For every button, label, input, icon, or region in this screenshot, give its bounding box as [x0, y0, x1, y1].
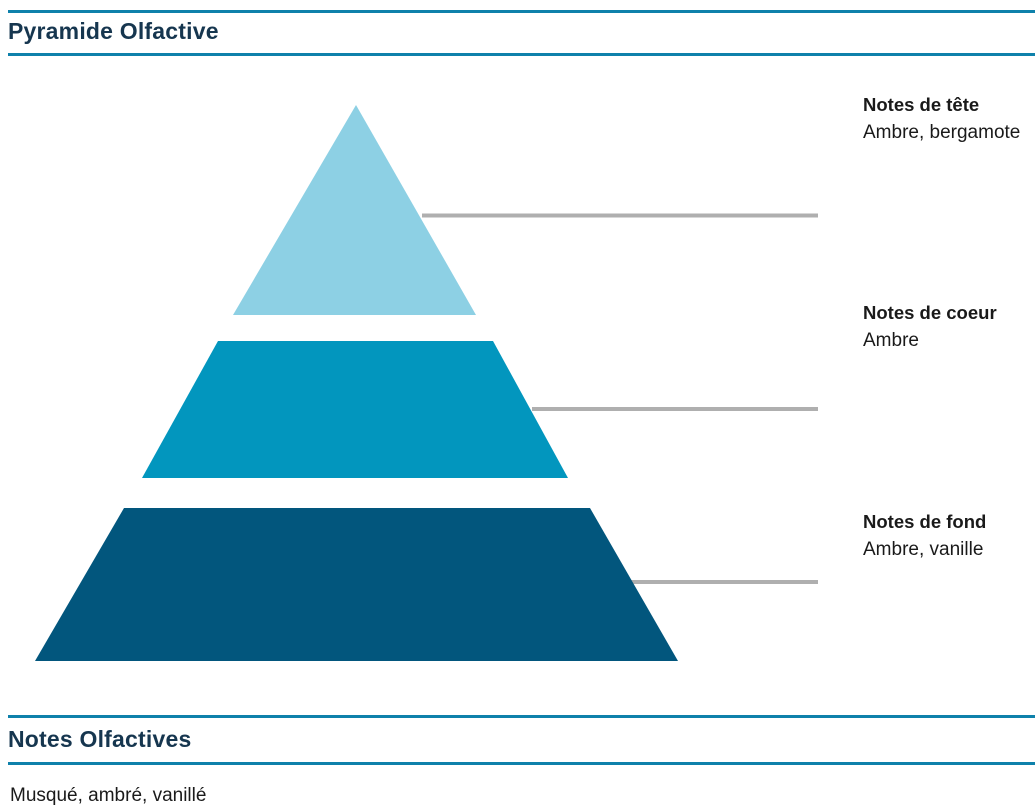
pyramid-level-tete [233, 105, 476, 315]
pyramid-level-fond [35, 508, 678, 661]
level-label-group-tete: Notes de tête Ambre, bergamote [863, 91, 1035, 147]
connector-line-coeur [532, 407, 818, 411]
notes-section-rule-top [8, 715, 1035, 718]
connector-line-fond [629, 580, 818, 584]
notes-section-rule-bottom [8, 762, 1035, 765]
level-notes-coeur: Ambre [863, 330, 919, 351]
header-rule-top [8, 10, 1035, 13]
level-notes-tete: Ambre, bergamote [863, 122, 1021, 143]
notes-section-title: Notes Olfactives [8, 726, 192, 752]
connector-line-tete [422, 213, 818, 218]
level-notes-fond: Ambre, vanille [863, 539, 984, 560]
level-label-coeur: Notes de coeur [863, 302, 997, 323]
header-rule-bottom [8, 53, 1035, 56]
level-label-group-fond: Notes de fond Ambre, vanille [863, 508, 1035, 564]
level-label-fond: Notes de fond [863, 511, 987, 532]
pyramid-level-coeur [142, 341, 568, 478]
page-title: Pyramide Olfactive [8, 18, 219, 44]
level-label-group-coeur: Notes de coeur Ambre [863, 299, 1035, 355]
level-label-tete: Notes de tête [863, 94, 980, 115]
notes-section-content: Musqué, ambré, vanillé [10, 785, 207, 806]
